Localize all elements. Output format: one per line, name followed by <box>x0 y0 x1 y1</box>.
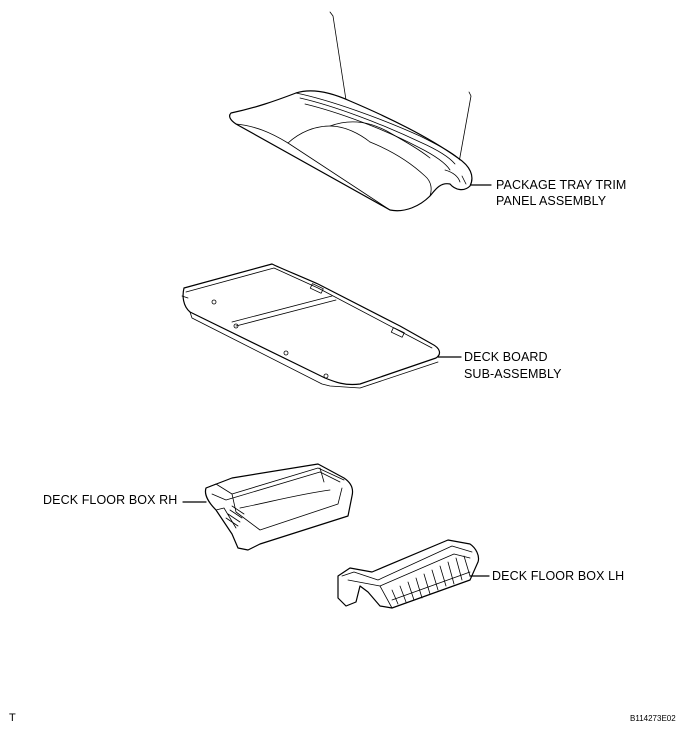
package-tray-label-line2: PANEL ASSEMBLY <box>496 194 607 208</box>
package-tray-trim-panel <box>229 11 473 212</box>
footer-left-mark: T <box>9 712 16 724</box>
deck-floor-box-lh <box>337 539 480 609</box>
deck-board-label-line1: DECK BOARD <box>464 350 548 364</box>
package-tray-label-line1: PACKAGE TRAY TRIM <box>496 178 627 192</box>
deck-board <box>181 263 441 389</box>
deck-floor-box-lh-label: DECK FLOOR BOX LH <box>492 569 625 583</box>
deck-floor-box-rh <box>204 463 354 551</box>
deck-floor-box-rh-label: DECK FLOOR BOX RH <box>43 493 178 507</box>
figure-code: B114273E02 <box>630 714 676 723</box>
deck-board-label-line2: SUB-ASSEMBLY <box>464 367 562 381</box>
